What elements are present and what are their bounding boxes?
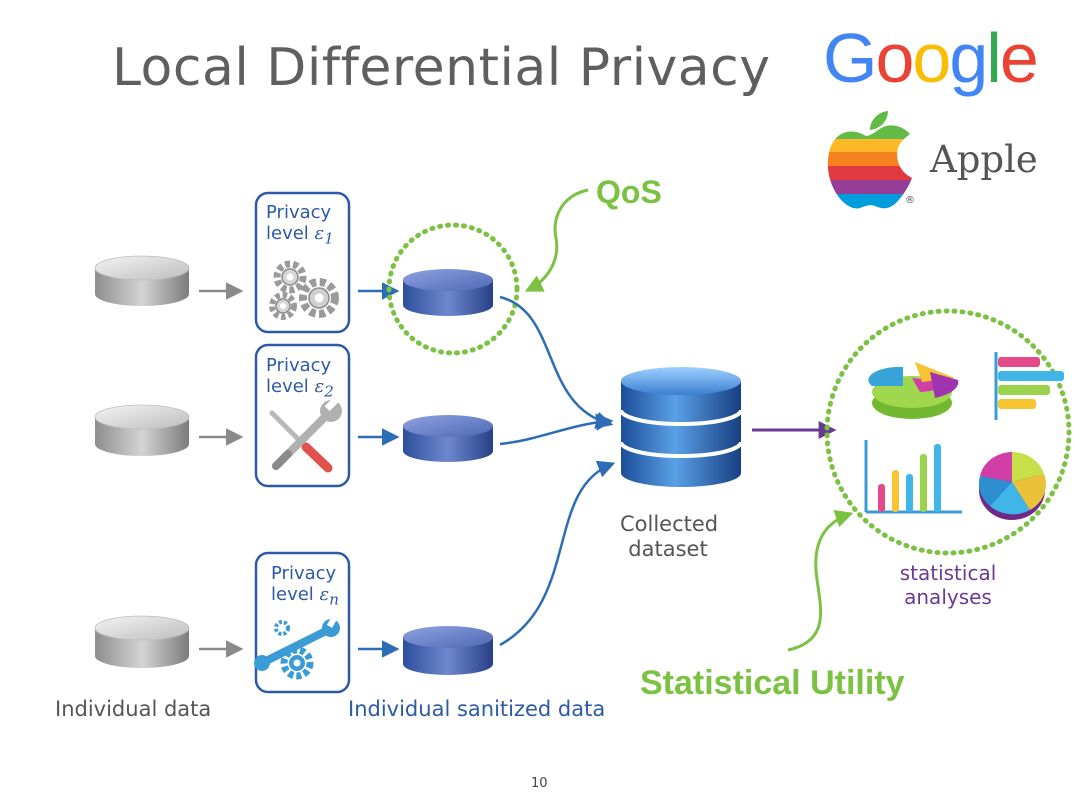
tools-icon [269,397,342,473]
pie-chart-icon [978,451,1047,520]
pie-3d-icon [868,362,959,419]
privacy-label-line2: level ε1 [266,223,334,248]
individual-data-cylinder [94,615,190,668]
privacy-label-line1: Privacy [266,202,332,223]
registered-mark: ® [905,195,915,206]
analyses-line2: analyses [904,585,992,609]
individual-data-label: Individual data [55,697,212,721]
sanitized-data-cylinder [403,269,493,316]
utility-arrow [787,510,854,652]
privacy-box [254,343,351,488]
privacy-level-label: Privacy level ε1 [266,202,334,250]
apple-logo-icon [827,111,912,209]
google-letter: o [875,19,914,97]
blue-arrow [499,413,614,446]
apple-wordmark: Apple [930,138,1038,181]
privacy-level-label: Privacy level ε2 [266,355,334,403]
qos-arrow [524,188,589,292]
statistical-analyses-label: statistical analyses [890,561,1006,609]
individual-sanitized-data-label: Individual sanitized data [348,697,606,721]
individual-data-cylinder [94,255,190,306]
analyses-highlight-circle [824,308,1072,556]
qos-highlight-circle [386,222,520,356]
vertical-bar-chart-icon [864,440,962,514]
blue-arrow [499,460,616,647]
google-letter: g [949,19,988,97]
gears-icon [269,260,339,320]
privacy-label-line2: level ε2 [266,376,334,401]
collected-dataset-label: Collected dataset [620,512,719,562]
sanitized-data-cylinder [403,626,493,675]
statistical-utility-label: Statistical Utility [640,664,905,702]
qos-label: QoS [596,174,662,210]
blue-arrow [499,295,614,429]
google-letter: o [912,19,951,97]
page-title: Local Differential Privacy [112,38,771,98]
google-logo-icon: Google [823,18,1039,98]
page-number: 10 [531,776,548,791]
google-letter: l [986,19,1002,97]
individual-data-cylinder [94,404,190,456]
horizontal-bar-chart-icon [994,352,1064,420]
collected-line2: dataset [628,537,708,561]
analyses-line1: statistical [899,561,997,585]
wrench-gear-icon [254,616,340,680]
privacy-label-line1: Privacy [271,563,337,584]
privacy-label-line1: Privacy [266,355,332,376]
google-letter: e [999,19,1039,97]
privacy-level-label: Privacy level εn [271,563,339,611]
google-letter: G [823,19,877,97]
sanitized-data-cylinder [403,415,493,462]
database-icon [619,367,743,487]
privacy-label-line2: level εn [271,584,339,609]
collected-line1: Collected [620,512,719,536]
